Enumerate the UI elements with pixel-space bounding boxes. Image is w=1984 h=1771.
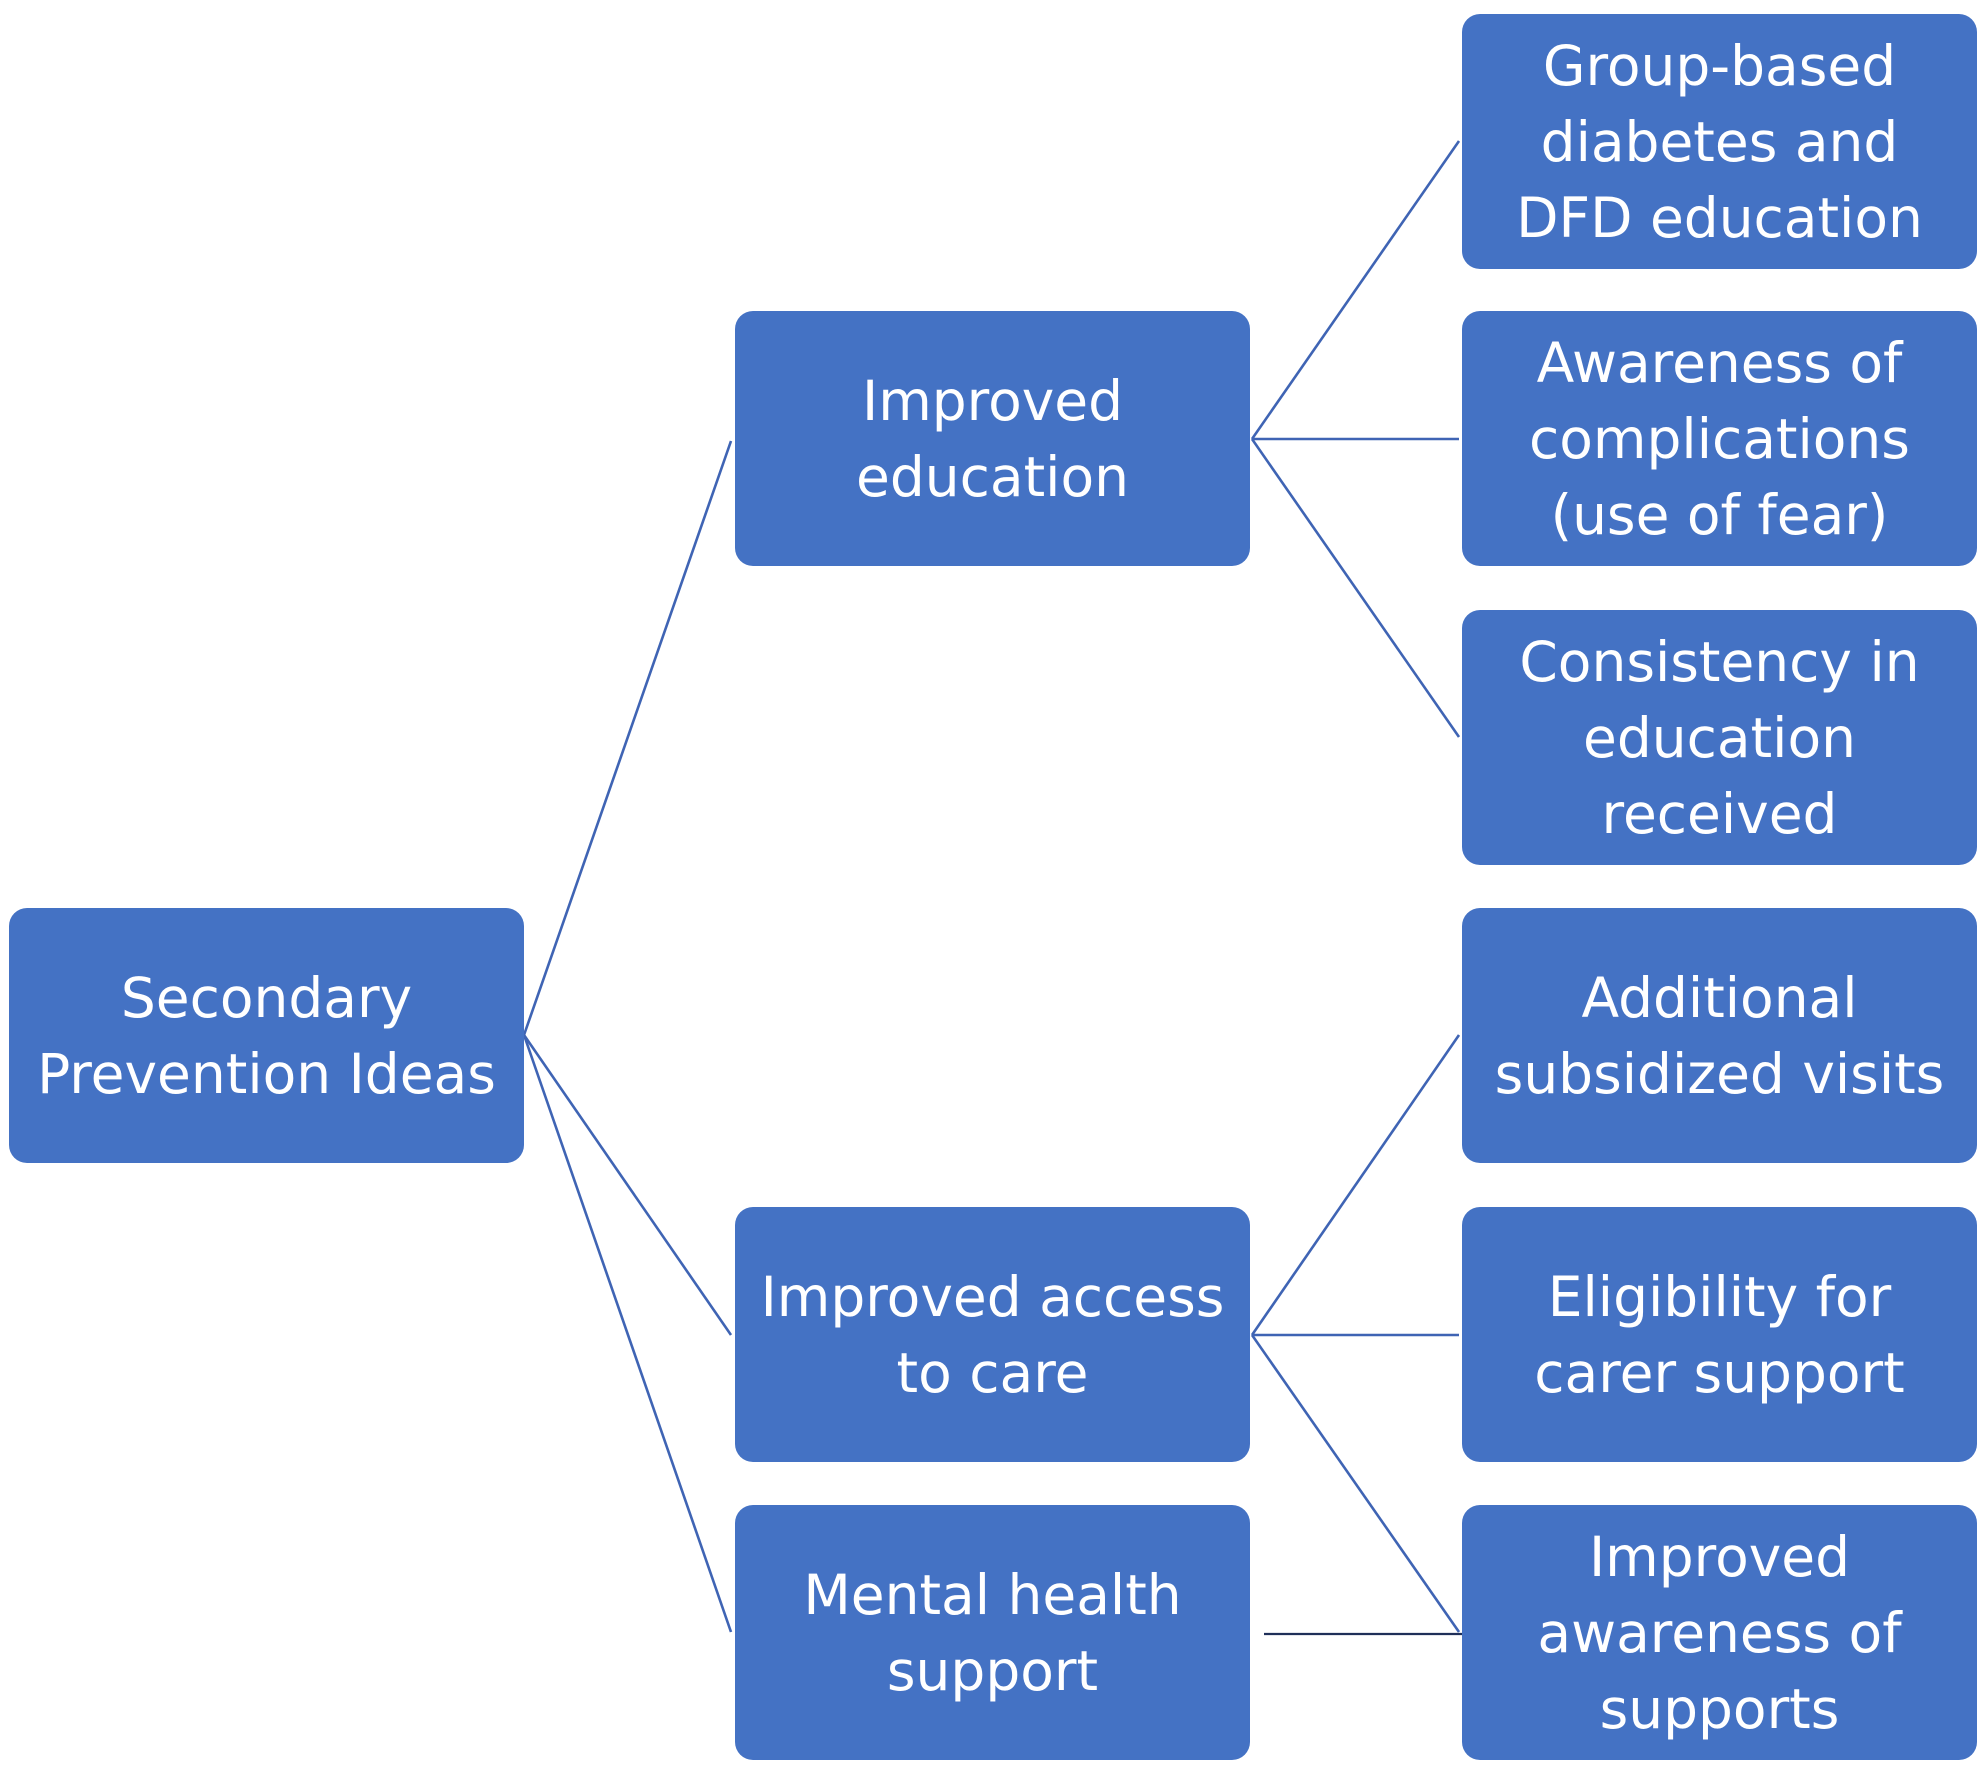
- connector-education-to-consistency: [1250, 438, 1461, 738]
- leaf-node-group-based-education: Group-based diabetes and DFD education: [1462, 14, 1977, 269]
- branch-node-improved-access-to-care: Improved access to care: [735, 1207, 1250, 1462]
- connector-access-to-additional-visits: [1250, 1034, 1461, 1336]
- connector-education-to-group-based: [1250, 140, 1461, 440]
- leaf-node-awareness-of-complications: Awareness of complications (use of fear): [1462, 311, 1977, 566]
- connector-access-to-awareness-supports: [1250, 1334, 1461, 1633]
- root-node-secondary-prevention-ideas: Secondary Prevention Ideas: [9, 908, 524, 1163]
- branch-node-mental-health-support: Mental health support: [735, 1505, 1250, 1760]
- leaf-node-consistency-in-education: Consistency in education received: [1462, 610, 1977, 865]
- leaf-node-eligibility-for-carer-support: Eligibility for carer support: [1462, 1207, 1977, 1462]
- connector-root-to-improved-education: [522, 440, 733, 1036]
- leaf-node-improved-awareness-of-supports: Improved awareness of supports: [1462, 1505, 1977, 1760]
- connector-root-to-improved-access: [522, 1034, 733, 1336]
- branch-node-improved-education: Improved education: [735, 311, 1250, 566]
- leaf-node-additional-subsidized-visits: Additional subsidized visits: [1462, 908, 1977, 1163]
- connector-root-to-mental-health: [522, 1034, 733, 1633]
